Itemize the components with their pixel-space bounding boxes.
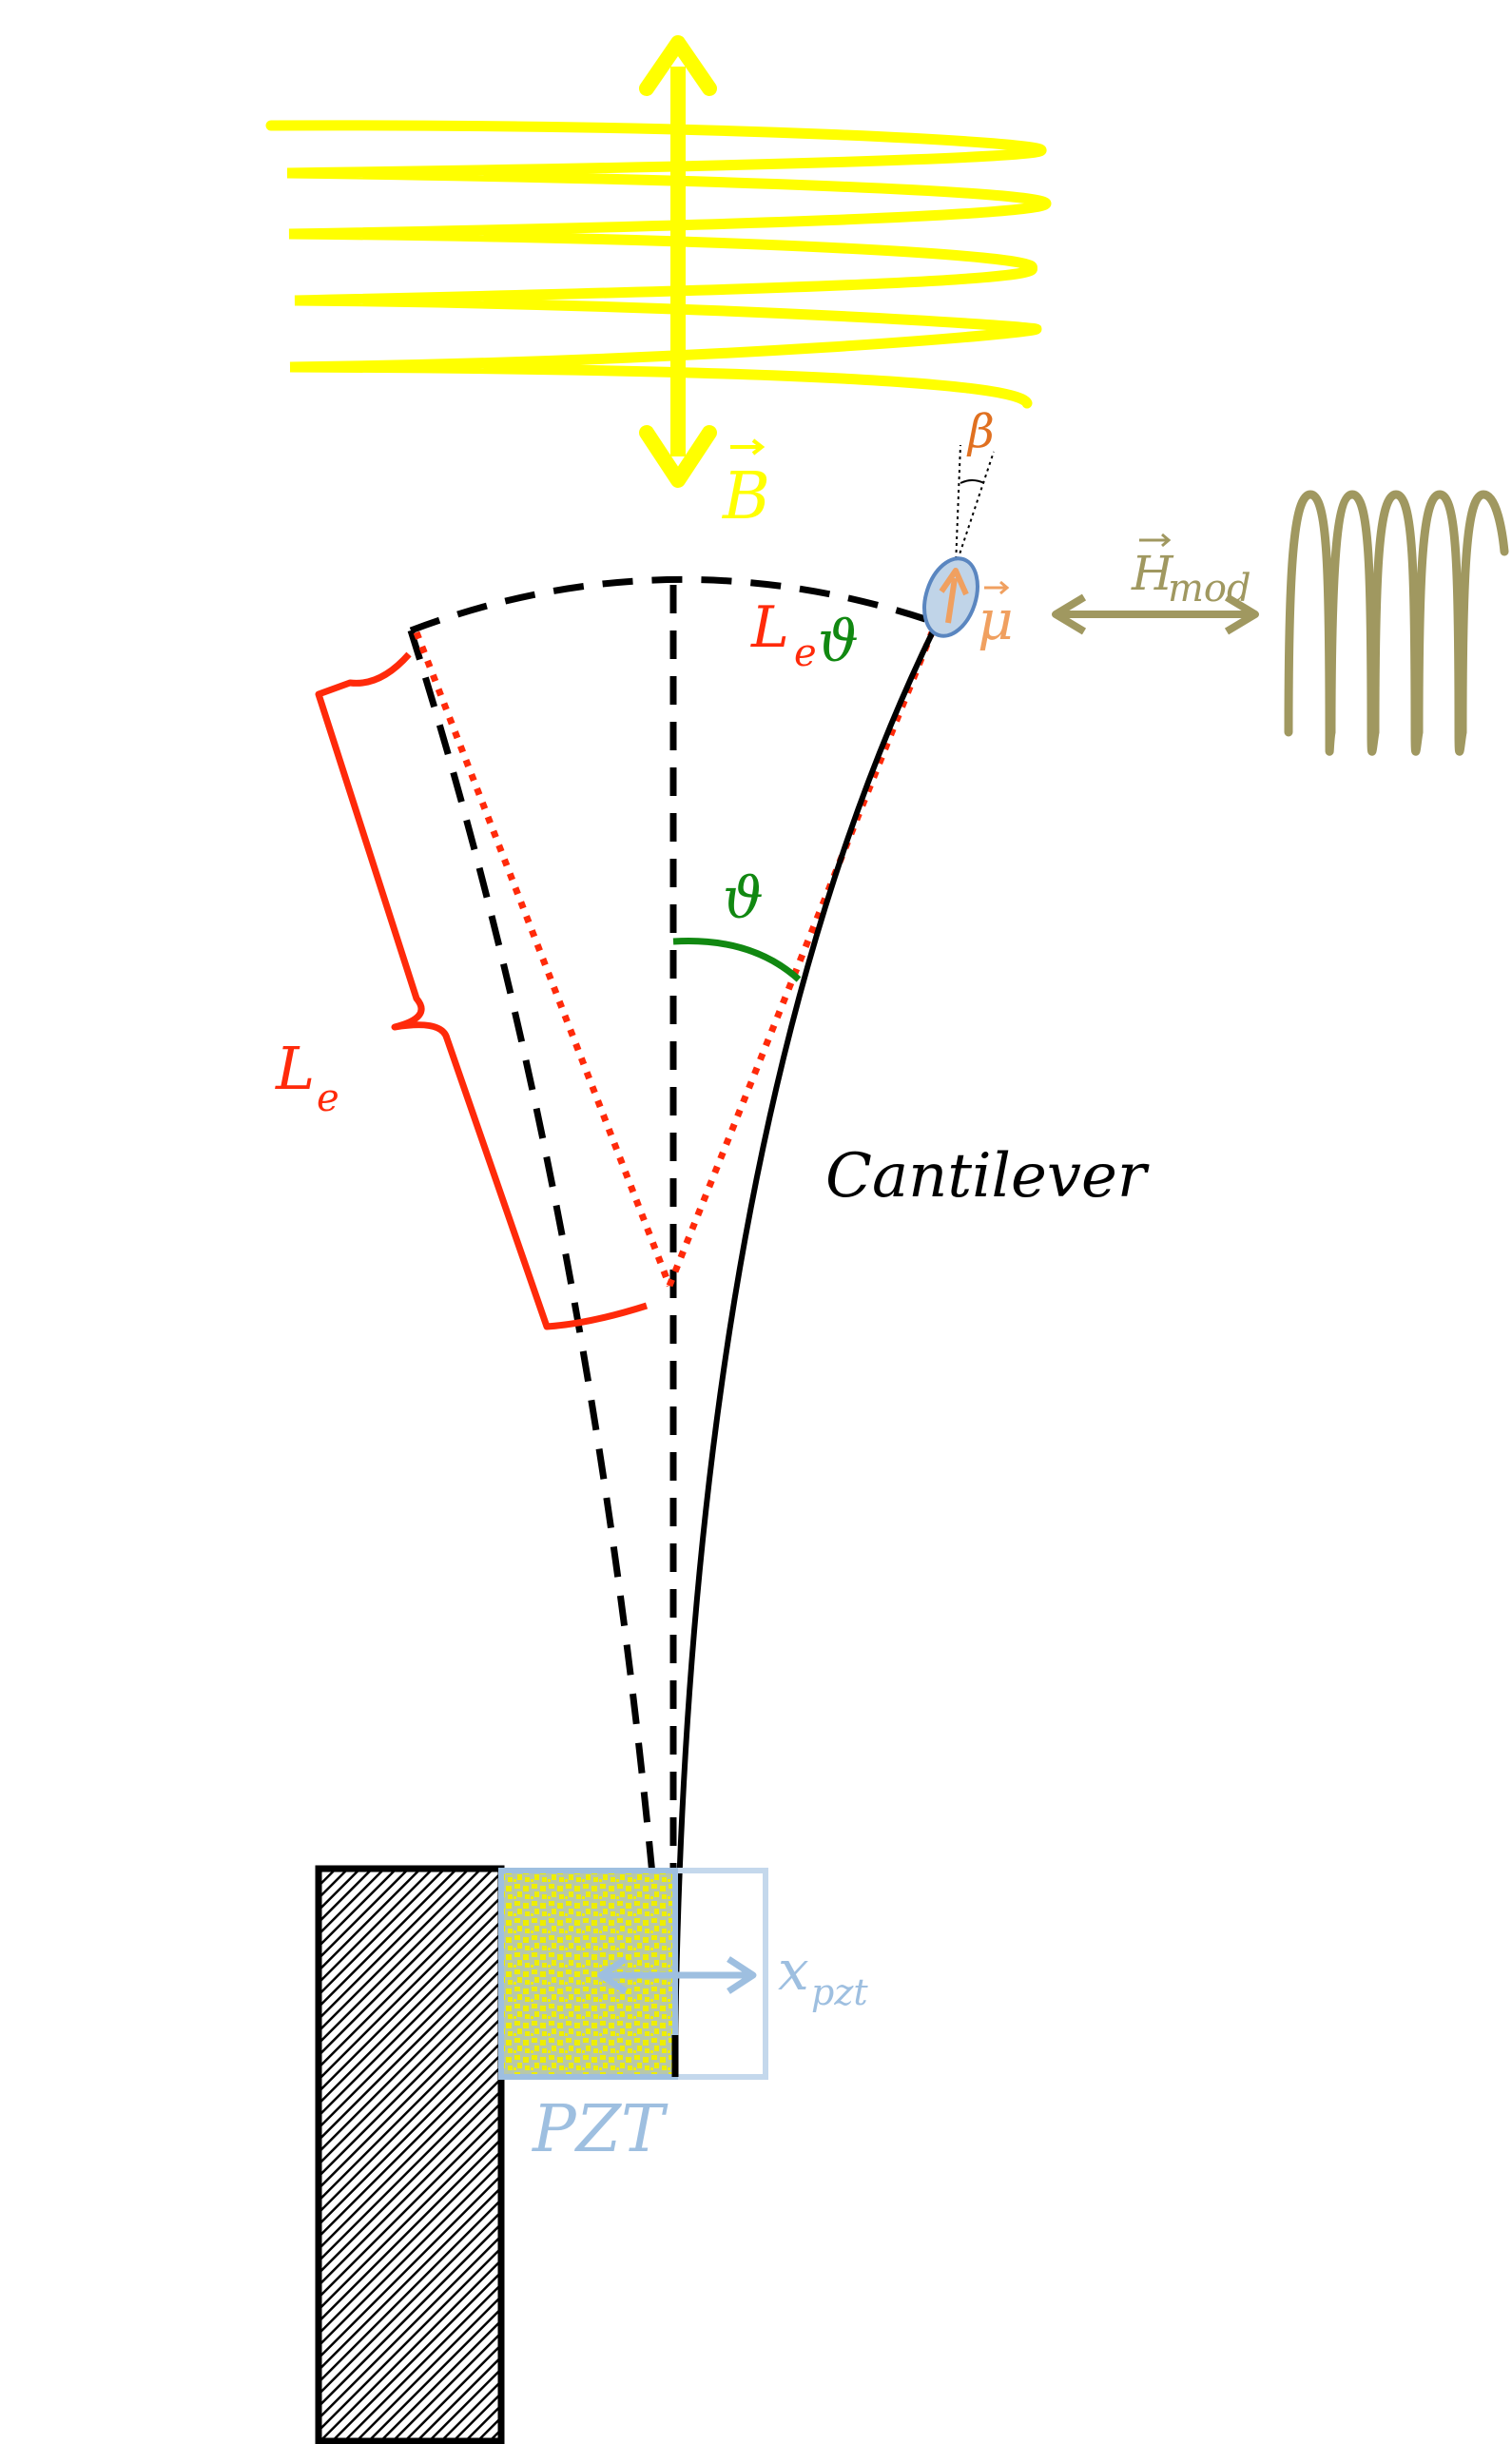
pzt-arrow-head-right: [727, 1956, 757, 1994]
h-mod-vector-head: [1161, 533, 1172, 548]
cantilever-beam: [672, 628, 937, 2055]
beta-angle-arc: [960, 479, 985, 484]
pzt-label: PZT: [531, 2092, 669, 2167]
effective-length-label-L: L: [275, 1034, 315, 1103]
x-pzt-label-sub: pzt: [811, 1971, 868, 2013]
h-mod-wave: [1284, 490, 1509, 756]
h-mod-arrow-head-right: [1224, 593, 1259, 635]
arc-length-label-L: L: [750, 594, 789, 661]
theta-angle-arc: [672, 938, 802, 982]
b-field-wave: [265, 120, 1052, 409]
beta-reference-line-2: [955, 451, 995, 567]
moment-arrow-shaft: [945, 577, 958, 624]
h-mod-label-H: H: [1131, 546, 1174, 601]
beta-reference-line-1: [955, 444, 961, 567]
beta-label: β: [966, 405, 995, 458]
moment-arrow-head: [939, 568, 969, 596]
b-label-vector-head: [751, 438, 766, 456]
left-deflected-cantilever-dashed: [407, 629, 671, 2055]
theta-label: ϑ: [723, 865, 764, 932]
effective-length-right-dotted: [666, 630, 936, 1288]
mu-label: μ: [978, 588, 1014, 652]
x-pzt-label-x: x: [778, 1938, 809, 2003]
clamp-base-block: [315, 1865, 505, 2444]
effective-length-label-sub: e: [317, 1077, 339, 1120]
effective-length-left-dotted: [413, 630, 673, 1288]
cantilever-label: Cantilever: [825, 1141, 1150, 1212]
pzt-arrow-head-left: [597, 1956, 628, 1994]
mu-vector-head: [999, 580, 1010, 595]
b-field-label: B: [721, 459, 770, 534]
b-field-arrow-head-bottom: [639, 425, 717, 488]
h-mod-arrow-head-left: [1052, 593, 1087, 635]
arc-length-label-theta: ϑ: [818, 609, 859, 675]
b-field-arrow-head-top: [639, 35, 717, 96]
h-mod-label-sub: mod: [1168, 567, 1251, 611]
arc-length-label-sub: e: [794, 631, 817, 675]
tip-arc-dashed: [409, 576, 939, 634]
effective-length-brace: [315, 651, 649, 1330]
